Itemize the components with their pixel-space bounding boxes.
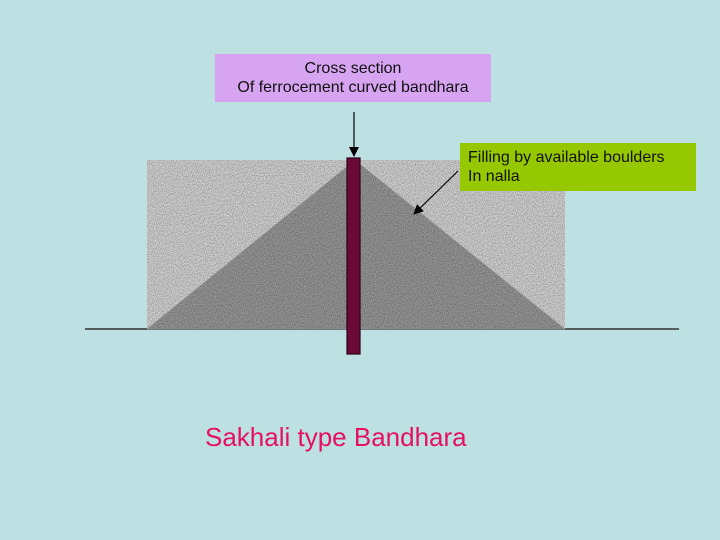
filling-arrow [413, 170, 459, 215]
filling-label-line2: In nalla [468, 168, 520, 185]
filling-label-line1: Filling by available boulders [468, 149, 665, 166]
cross-section-label-line1: Cross section [304, 60, 402, 77]
filling-label: Filling by available boulders In nalla [460, 143, 696, 191]
ferrocement-wall [346, 157, 361, 355]
cross-section-label-line2: Of ferrocement curved bandhara [237, 79, 469, 96]
slide-title: Sakhali type Bandhara [205, 422, 467, 452]
cross-section-label: Cross section Of ferrocement curved band… [215, 54, 491, 102]
